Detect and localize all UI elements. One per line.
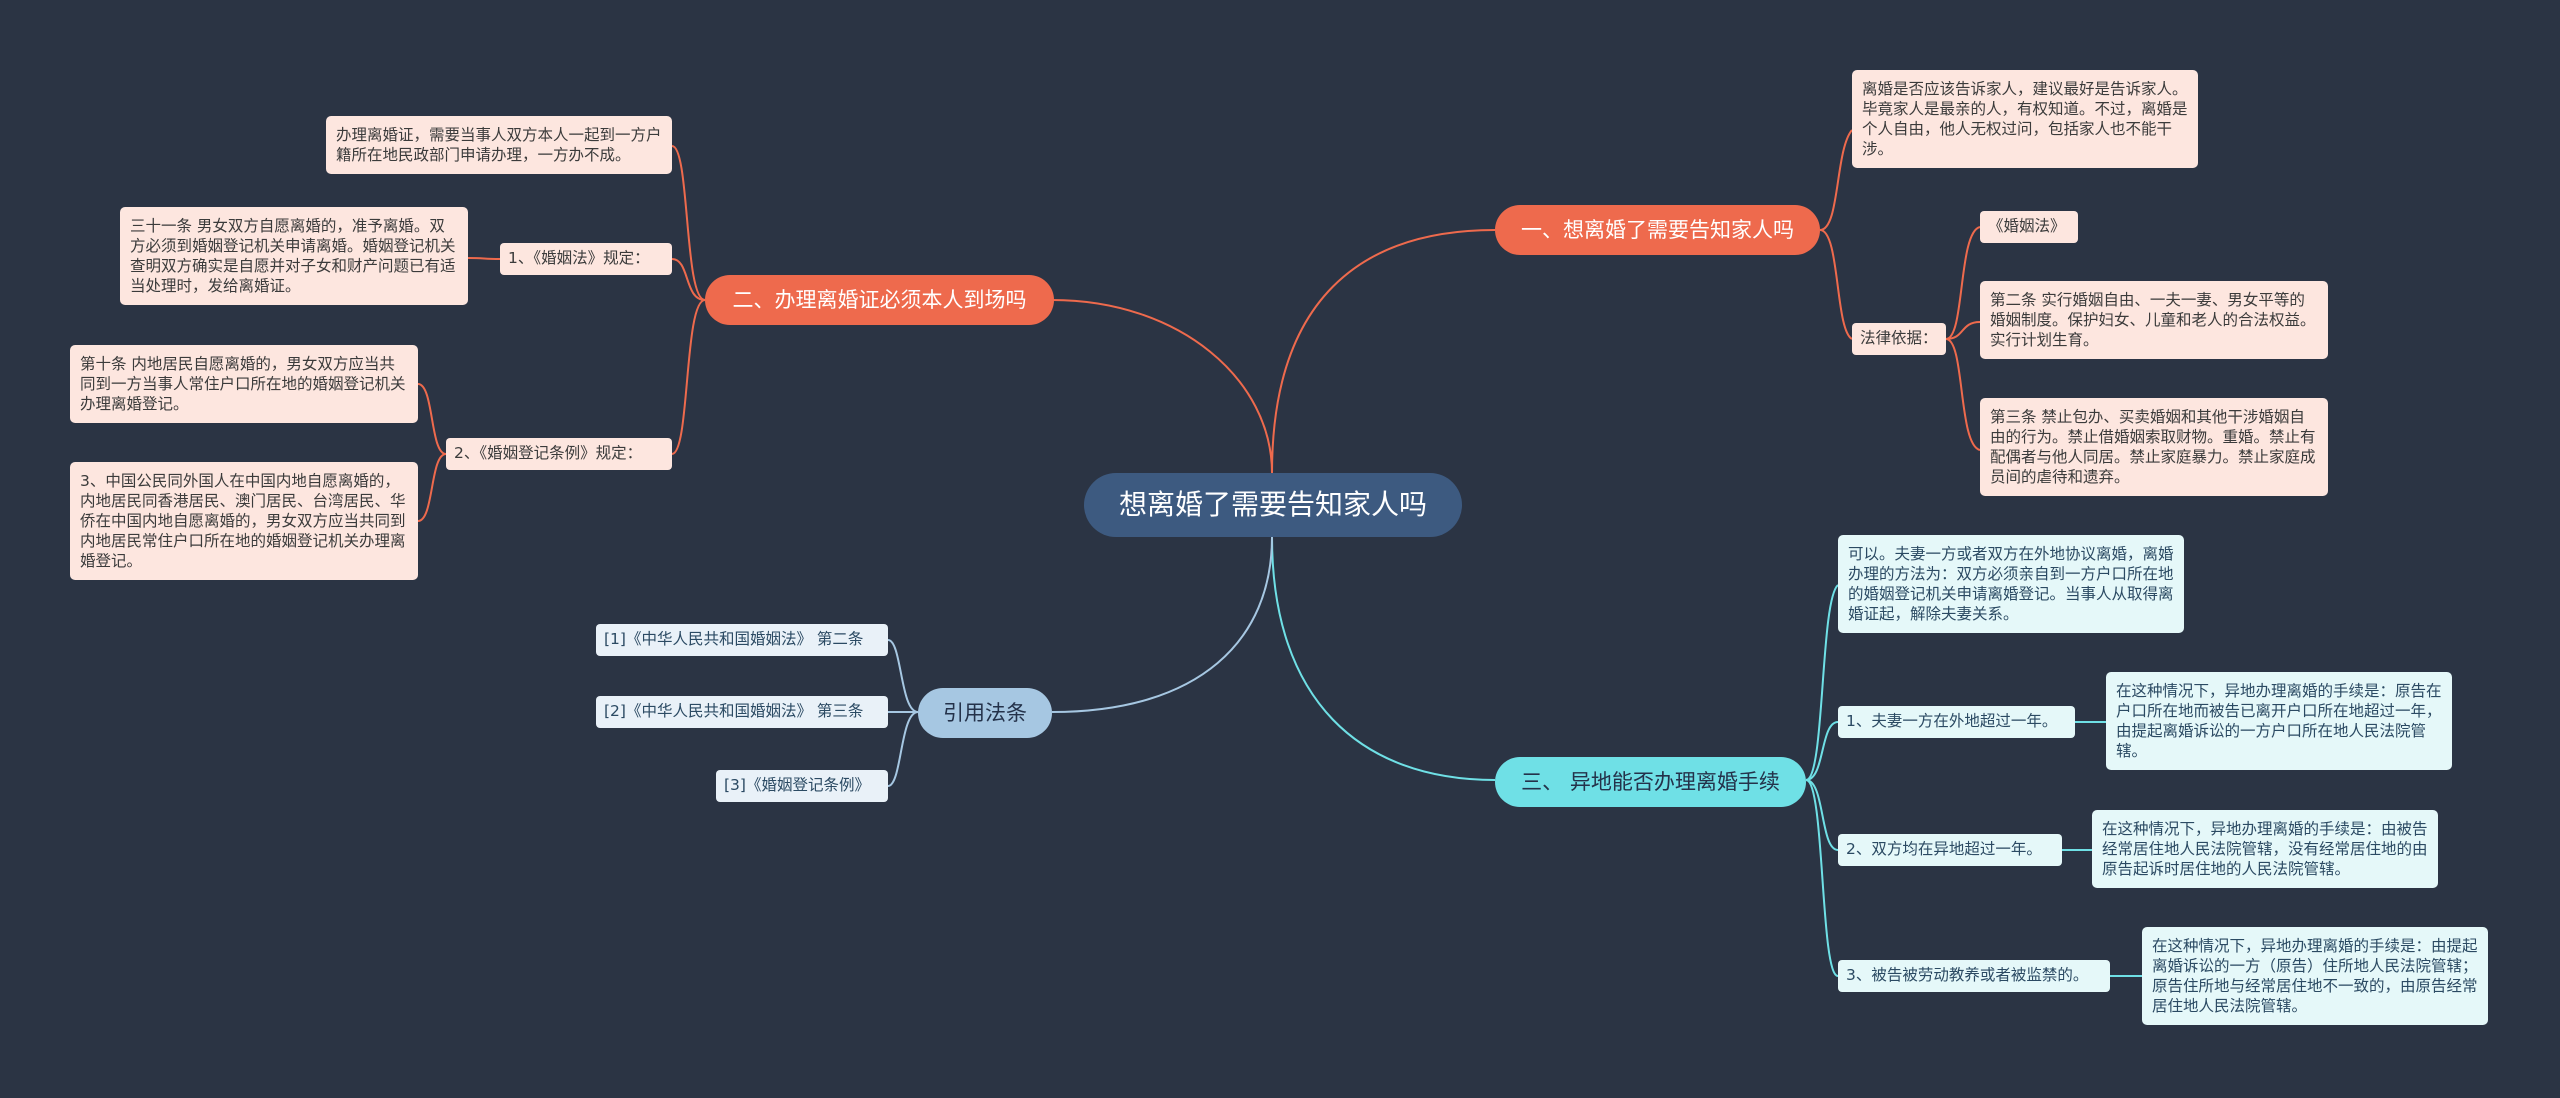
branch-3-case1-label[interactable]: 1、夫妻一方在外地超过一年。 bbox=[1838, 706, 2075, 738]
branch-1-basis-label[interactable]: 法律依据： bbox=[1852, 323, 1946, 355]
law-article-3[interactable]: 第三条 禁止包办、买卖婚姻和其他干涉婚姻自由的行为。禁止借婚姻索取财物。重婚。禁… bbox=[1980, 398, 2328, 496]
branch-3-case3-text[interactable]: 在这种情况下，异地办理离婚的手续是：由提起离婚诉讼的一方（原告）住所地人民法院管… bbox=[2142, 927, 2488, 1025]
branch-2-topic[interactable]: 二、办理离婚证必须本人到场吗 bbox=[705, 275, 1054, 325]
reference-3[interactable]: [3]《婚姻登记条例》 bbox=[716, 770, 888, 802]
reference-2[interactable]: [2]《中华人民共和国婚姻法》 第三条 bbox=[596, 696, 888, 728]
branch-1-topic[interactable]: 一、想离婚了需要告知家人吗 bbox=[1495, 205, 1820, 255]
law-article-2[interactable]: 第二条 实行婚姻自由、一夫一妻、男女平等的婚姻制度。保护妇女、儿童和老人的合法权… bbox=[1980, 281, 2328, 359]
branch-3-case2-text[interactable]: 在这种情况下，异地办理离婚的手续是：由被告经常居住地人民法院管辖，没有经常居住地… bbox=[2092, 810, 2438, 888]
branch-3-answer[interactable]: 可以。夫妻一方或者双方在外地协议离婚，离婚办理的方法为：双方必须亲自到一方户口所… bbox=[1838, 535, 2184, 633]
branch-3-topic[interactable]: 三、 异地能否办理离婚手续 bbox=[1495, 757, 1806, 807]
branch-3-case1-text[interactable]: 在这种情况下，异地办理离婚的手续是：原告在户口所在地而被告已离开户口所在地超过一… bbox=[2106, 672, 2452, 770]
root-topic[interactable]: 想离婚了需要告知家人吗 bbox=[1084, 473, 1462, 537]
branch-2-law1-text[interactable]: 三十一条 男女双方自愿离婚的，准予离婚。双方必须到婚姻登记机关申请离婚。婚姻登记… bbox=[120, 207, 468, 305]
branch-2-intro[interactable]: 办理离婚证，需要当事人双方本人一起到一方户籍所在地民政部门申请办理，一方办不成。 bbox=[326, 116, 672, 174]
branch-2-law2-label[interactable]: 2、《婚姻登记条例》规定： bbox=[446, 438, 672, 470]
branch-2-law1-label[interactable]: 1、《婚姻法》规定： bbox=[500, 243, 672, 275]
branch-4-topic[interactable]: 引用法条 bbox=[918, 688, 1052, 738]
branch-3-case3-label[interactable]: 3、被告被劳动教养或者被监禁的。 bbox=[1838, 960, 2110, 992]
law-name-marriage-law[interactable]: 《婚姻法》 bbox=[1980, 211, 2078, 243]
branch-2-law2-text-1[interactable]: 第十条 内地居民自愿离婚的，男女双方应当共同到一方当事人常住户口所在地的婚姻登记… bbox=[70, 345, 418, 423]
branch-3-case2-label[interactable]: 2、双方均在异地超过一年。 bbox=[1838, 834, 2062, 866]
branch-2-law2-text-2[interactable]: 3、中国公民同外国人在中国内地自愿离婚的，内地居民同香港居民、澳门居民、台湾居民… bbox=[70, 462, 418, 580]
reference-1[interactable]: [1]《中华人民共和国婚姻法》 第二条 bbox=[596, 624, 888, 656]
branch-1-answer[interactable]: 离婚是否应该告诉家人，建议最好是告诉家人。毕竟家人是最亲的人，有权知道。不过，离… bbox=[1852, 70, 2198, 168]
